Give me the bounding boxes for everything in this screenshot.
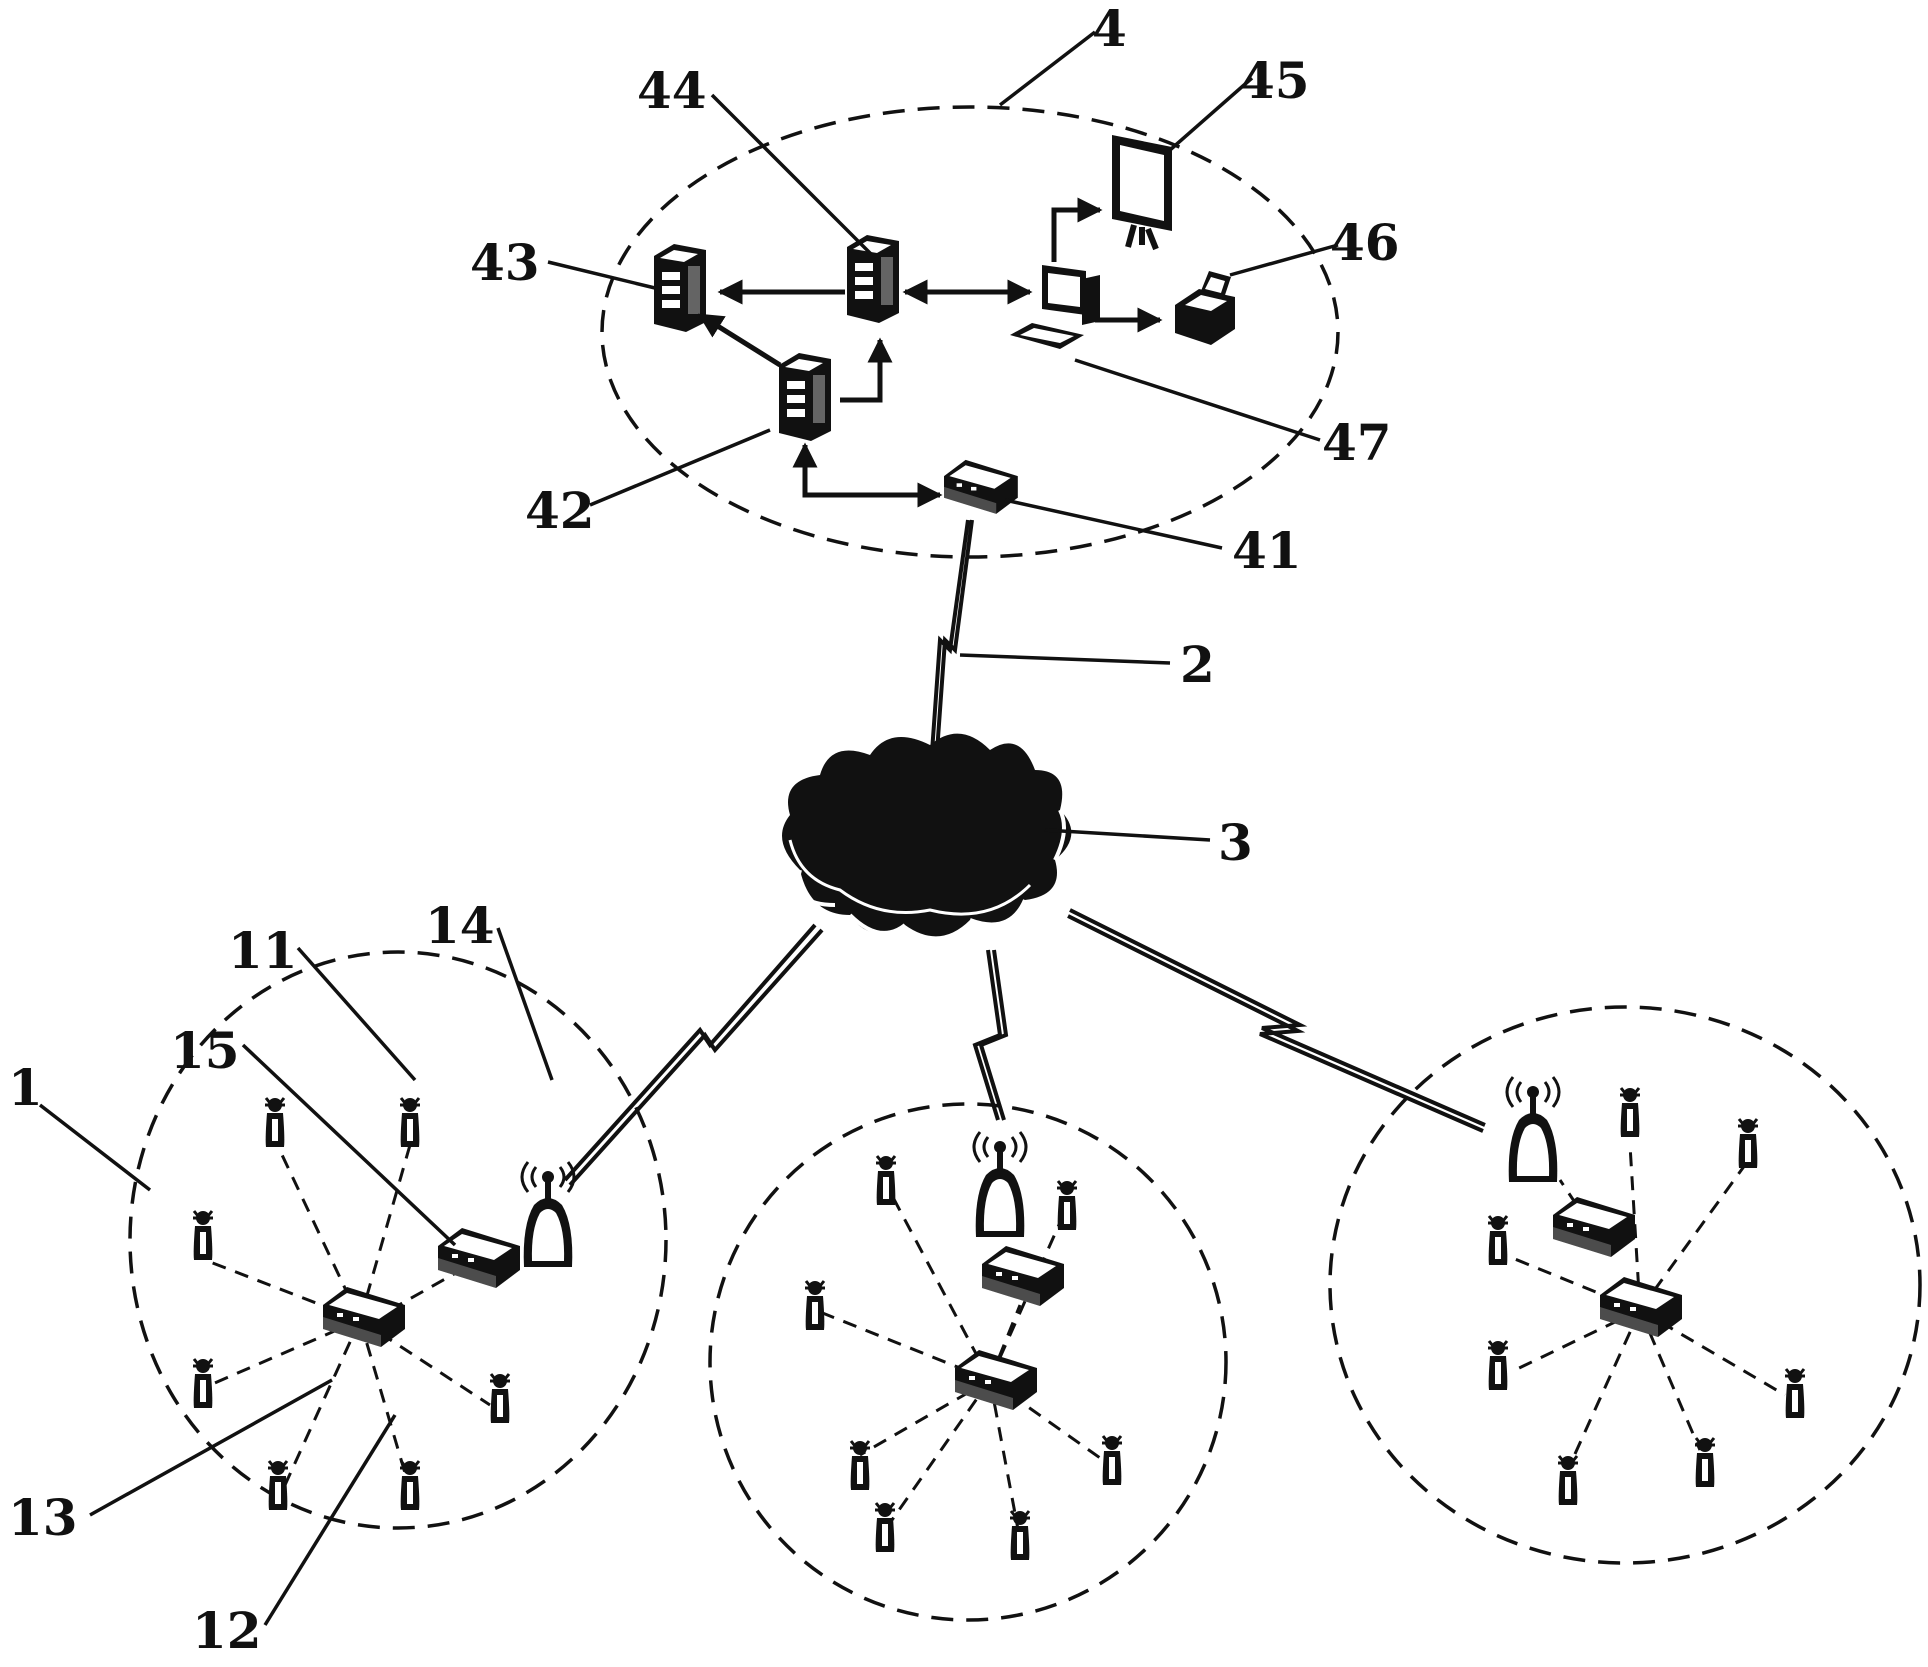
server-44-icon [847, 235, 899, 323]
wireless-link-right [1067, 908, 1486, 1133]
router-icon [982, 1246, 1064, 1306]
sensor-node-icon [1486, 1339, 1510, 1392]
sensor-group-mid [803, 1130, 1124, 1562]
label-4: 4 [1092, 0, 1127, 58]
sensor-group-mid-boundary [708, 1102, 1228, 1622]
sensor-group-left-boundary [128, 950, 668, 1530]
label-3: 3 [1218, 813, 1253, 872]
sensor-group-left [191, 1096, 576, 1512]
antenna-tower-icon [1505, 1075, 1561, 1184]
label-14: 14 [425, 896, 495, 955]
router-41-icon [944, 459, 1018, 514]
control-center-boundary [600, 105, 1340, 559]
label-42: 42 [525, 481, 595, 540]
sensor-node-icon [1008, 1509, 1032, 1562]
sensor-node-icon [488, 1372, 512, 1425]
sensor-node-icon [191, 1209, 215, 1262]
sensor-node-icon [1783, 1367, 1807, 1420]
label-1: 1 [8, 1058, 43, 1117]
wireless-link-mid [972, 949, 1009, 1121]
gateway-icon [1600, 1277, 1682, 1337]
server-42-icon [779, 353, 831, 441]
sensor-node-icon [266, 1459, 290, 1512]
sensor-node-icon [1486, 1214, 1510, 1267]
sensor-node-icon [1055, 1179, 1079, 1232]
wireless-link-2 [928, 519, 974, 781]
label-41: 41 [1232, 521, 1302, 580]
gateway-icon [955, 1350, 1037, 1410]
sensor-node-icon [848, 1439, 872, 1492]
computer-icon [1010, 265, 1100, 349]
label-15: 15 [170, 1021, 240, 1080]
sensor-group-right-boundary [1328, 1005, 1922, 1565]
sensor-node-icon [803, 1279, 827, 1332]
label-2: 2 [1180, 635, 1215, 694]
gateway-icon [323, 1287, 405, 1347]
sensor-node-icon [874, 1154, 898, 1207]
label-44: 44 [637, 61, 707, 120]
router-icon [1553, 1197, 1635, 1257]
sensor-node-icon [191, 1357, 215, 1410]
sensor-node-icon [1736, 1117, 1760, 1170]
sensor-node-icon [398, 1459, 422, 1512]
sensor-node-icon [1100, 1434, 1124, 1487]
sensor-node-icon [873, 1501, 897, 1554]
server-43-icon [654, 244, 706, 332]
sensor-group-right [1486, 1075, 1807, 1507]
cloud-icon [782, 733, 1072, 937]
printer-icon [1175, 271, 1235, 345]
sensor-node-icon [1618, 1086, 1642, 1139]
antenna-tower-icon [972, 1130, 1028, 1239]
sensor-node-icon [398, 1096, 422, 1149]
label-13: 13 [8, 1488, 78, 1547]
router-icon [438, 1228, 520, 1288]
label-46: 46 [1330, 213, 1400, 272]
label-12: 12 [192, 1601, 262, 1660]
label-43: 43 [470, 233, 540, 292]
label-45: 45 [1240, 51, 1310, 110]
label-11: 11 [228, 921, 298, 980]
sensor-node-icon [1693, 1436, 1717, 1489]
label-47: 47 [1322, 413, 1392, 472]
sensor-node-icon [263, 1096, 287, 1149]
monitor-icon [1112, 135, 1172, 251]
sensor-node-icon [1556, 1454, 1580, 1507]
